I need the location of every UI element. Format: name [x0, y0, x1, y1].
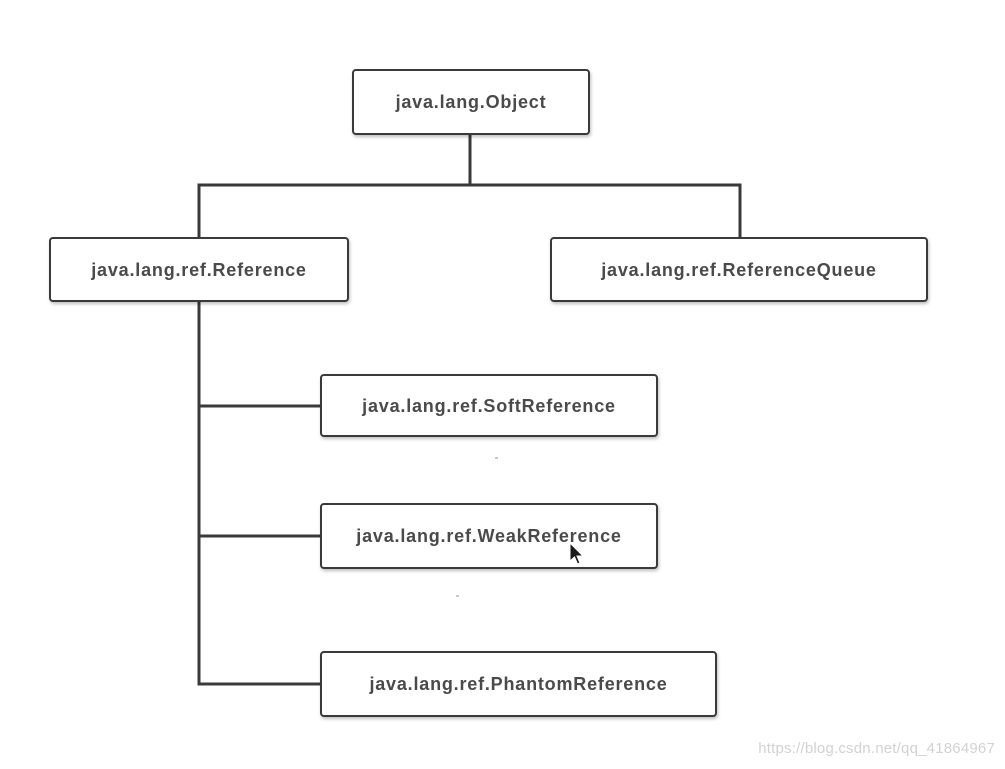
node-java-lang-ref-reference-queue: java.lang.ref.ReferenceQueue: [550, 237, 928, 302]
artifact-dot: [456, 595, 459, 597]
node-label: java.lang.ref.Reference: [91, 259, 307, 280]
node-java-lang-ref-weak-reference: java.lang.ref.WeakReference: [320, 503, 658, 569]
artifact-dot: [495, 457, 498, 459]
node-label: java.lang.ref.PhantomReference: [369, 674, 668, 694]
mouse-pointer-icon: [569, 542, 585, 565]
node-java-lang-ref-reference: java.lang.ref.Reference: [49, 237, 349, 302]
node-label: java.lang.Object: [395, 92, 547, 112]
node-label: java.lang.ref.SoftReference: [362, 395, 616, 416]
watermark-url: https://blog.csdn.net/qq_41864967: [758, 740, 995, 757]
node-label: java.lang.ref.WeakReference: [356, 526, 622, 546]
node-java-lang-ref-phantom-reference: java.lang.ref.PhantomReference: [320, 651, 717, 717]
node-java-lang-object: java.lang.Object: [352, 69, 590, 135]
node-java-lang-ref-soft-reference: java.lang.ref.SoftReference: [320, 374, 658, 437]
node-label: java.lang.ref.ReferenceQueue: [601, 259, 877, 280]
